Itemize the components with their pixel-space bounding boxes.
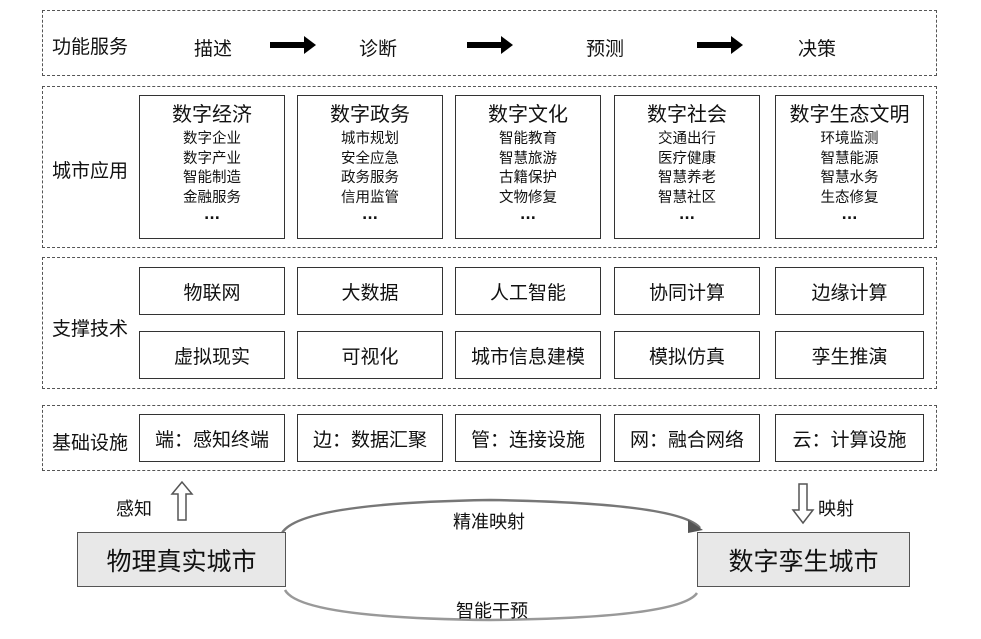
tech-box: 大数据 — [297, 267, 443, 315]
smart-intervention-arc — [283, 589, 699, 622]
infra-box: 网：融合网络 — [614, 414, 760, 462]
infrastructure-label: 基础设施 — [52, 432, 129, 454]
technology-label: 支撑技术 — [52, 318, 129, 340]
smart-intervention-label: 智能干预 — [456, 601, 528, 622]
app-item: 城市规划 — [341, 131, 399, 147]
app-item: 医疗健康 — [658, 150, 716, 167]
precise-mapping-label: 精准映射 — [453, 512, 525, 533]
app-more: ... — [520, 207, 536, 223]
app-title: 数字政务 — [330, 102, 410, 126]
infra-box: 管：连接设施 — [455, 414, 601, 462]
applications-section — [42, 86, 937, 248]
digital-twin-city-box: 数字孪生城市 — [697, 532, 910, 587]
app-column-economy: 数字经济 数字企业 数字产业 智能制造 金融服务 ... — [139, 95, 285, 239]
app-item: 安全应急 — [341, 150, 399, 167]
tech-box: 孪生推演 — [775, 331, 924, 379]
precise-mapping-arc — [280, 498, 701, 534]
app-item: 政务服务 — [341, 170, 399, 186]
applications-label: 城市应用 — [52, 160, 129, 182]
infrastructure-section — [42, 405, 937, 471]
app-item: 文物修复 — [499, 189, 557, 206]
physical-city-box: 物理真实城市 — [77, 532, 286, 587]
service-step-diagnose: 诊断 — [359, 38, 398, 60]
app-item: 数字产业 — [183, 150, 241, 167]
service-step-decide: 决策 — [798, 38, 837, 60]
app-more: ... — [679, 207, 695, 223]
app-item: 金融服务 — [183, 189, 241, 206]
arrow-right-icon — [270, 36, 316, 54]
tech-box: 城市信息建模 — [455, 331, 601, 379]
infra-box: 端：感知终端 — [139, 414, 285, 462]
app-item: 智能制造 — [183, 170, 241, 186]
arrow-right-icon — [467, 36, 513, 54]
app-more: ... — [204, 207, 220, 223]
tech-box: 协同计算 — [614, 267, 760, 315]
app-item: 数字企业 — [183, 131, 241, 147]
tech-box: 虚拟现实 — [139, 331, 285, 379]
app-column-culture: 数字文化 智能教育 智慧旅游 古籍保护 文物修复 ... — [455, 95, 601, 239]
service-step-predict: 预测 — [586, 38, 625, 60]
infra-box: 云：计算设施 — [775, 414, 924, 462]
app-more: ... — [841, 207, 858, 223]
app-item: 环境监测 — [820, 131, 879, 147]
app-title: 数字生态文明 — [789, 102, 910, 126]
app-item: 古籍保护 — [499, 170, 557, 186]
perceive-label: 感知 — [116, 499, 152, 520]
arrow-down-icon — [791, 483, 815, 525]
tech-box: 边缘计算 — [775, 267, 924, 315]
tech-box: 物联网 — [139, 267, 285, 315]
app-item: 智慧旅游 — [499, 150, 557, 167]
app-column-government: 数字政务 城市规划 安全应急 政务服务 信用监管 ... — [297, 95, 443, 239]
app-title: 数字经济 — [172, 102, 252, 126]
arc-arrowhead-icon — [688, 520, 703, 533]
app-item: 生态修复 — [820, 189, 879, 206]
arrow-up-icon — [170, 480, 194, 521]
app-item: 智慧养老 — [658, 170, 716, 186]
arrow-right-icon — [697, 36, 743, 54]
app-column-ecology: 数字生态文明 环境监测 智慧能源 智慧水务 生态修复 ... — [775, 95, 924, 239]
app-item: 信用监管 — [341, 189, 399, 206]
app-item: 交通出行 — [658, 131, 716, 147]
app-title: 数字文化 — [488, 102, 568, 126]
app-item: 智慧社区 — [658, 189, 716, 206]
service-label: 功能服务 — [52, 36, 129, 58]
map-label: 映射 — [818, 499, 854, 520]
app-more: ... — [362, 207, 378, 223]
app-item: 智能教育 — [499, 131, 557, 147]
service-step-describe: 描述 — [194, 38, 233, 60]
app-column-society: 数字社会 交通出行 医疗健康 智慧养老 智慧社区 ... — [614, 95, 760, 239]
infra-box: 边：数据汇聚 — [297, 414, 443, 462]
service-section — [42, 10, 937, 76]
app-title: 数字社会 — [647, 102, 727, 126]
app-item: 智慧水务 — [820, 170, 879, 186]
tech-box: 模拟仿真 — [614, 331, 760, 379]
app-item: 智慧能源 — [820, 150, 879, 167]
tech-box: 可视化 — [297, 331, 443, 379]
tech-box: 人工智能 — [455, 267, 601, 315]
technology-section — [42, 257, 937, 389]
